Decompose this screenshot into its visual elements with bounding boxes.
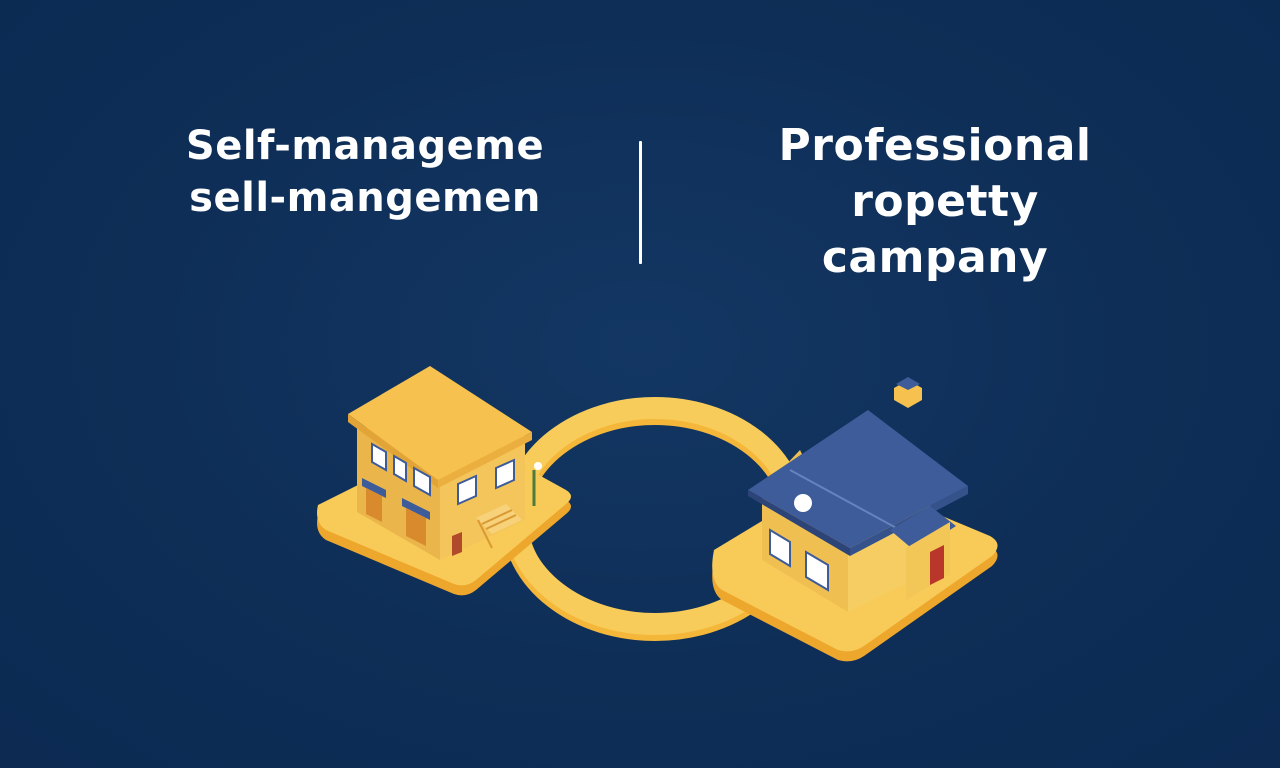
right-heading-line-1: Professional — [778, 120, 1092, 171]
townhouse-icon — [348, 366, 542, 560]
self-management-heading: Self-manageme sell-mangemen — [150, 120, 580, 224]
left-heading-line-1: Self-manageme — [185, 123, 545, 169]
right-heading-line-3: campany — [821, 232, 1049, 283]
vertical-divider — [639, 141, 642, 264]
left-heading-line-2: sell-mangemen — [189, 175, 541, 221]
professional-company-heading: Professional ropetty campany — [760, 118, 1110, 286]
right-heading-line-2: ropetty — [851, 176, 1039, 227]
house-icon — [748, 377, 968, 612]
